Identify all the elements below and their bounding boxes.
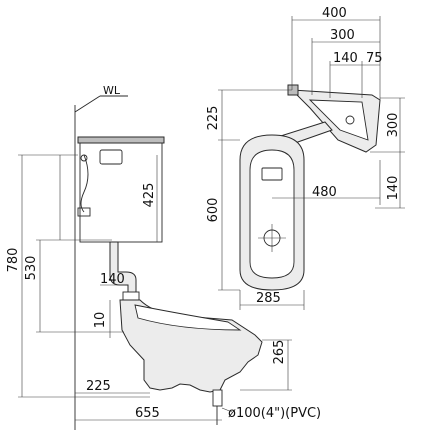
pan-rim	[134, 304, 242, 331]
flush-chain	[80, 154, 89, 213]
lever-pivot	[80, 154, 88, 162]
dim-265: 265	[272, 340, 287, 365]
pan-plan-bowl	[249, 149, 295, 279]
dim-side-225: 225	[86, 379, 111, 394]
flush-pipe	[109, 241, 137, 301]
flush-plate	[99, 149, 123, 165]
dim-655: 655	[135, 406, 160, 421]
dim-right-300: 300	[386, 113, 401, 138]
dim-285: 285	[256, 291, 281, 306]
side-view: WL 780 530 425 140	[6, 84, 321, 430]
dim-425: 425	[142, 183, 157, 208]
outlet-pipe	[212, 389, 223, 407]
lever-handle	[77, 207, 91, 217]
pan-step	[261, 167, 283, 181]
dim-75: 75	[366, 51, 383, 66]
dim-780: 780	[6, 248, 21, 273]
water-level-label: WL	[103, 84, 121, 97]
dim-400: 400	[322, 6, 347, 21]
dim-10: 10	[93, 312, 108, 329]
cistern-lid	[77, 136, 165, 144]
dim-600: 600	[206, 198, 221, 223]
dim-480: 480	[312, 185, 337, 200]
water-level-marker: WL	[74, 84, 128, 113]
dim-530: 530	[24, 256, 39, 281]
cistern-top	[308, 99, 369, 141]
dim-plan-225: 225	[206, 106, 221, 131]
pipe-spec-label: ø100(4")(PVC)	[228, 406, 321, 421]
dim-300: 300	[330, 28, 355, 43]
plan-view: 400 300 140 75 300 140 225 600 480	[206, 6, 405, 310]
dim-140-top: 140	[333, 51, 358, 66]
flush-button	[345, 115, 355, 125]
dim-right-140: 140	[386, 176, 401, 201]
dim-side-140: 140	[100, 272, 125, 287]
